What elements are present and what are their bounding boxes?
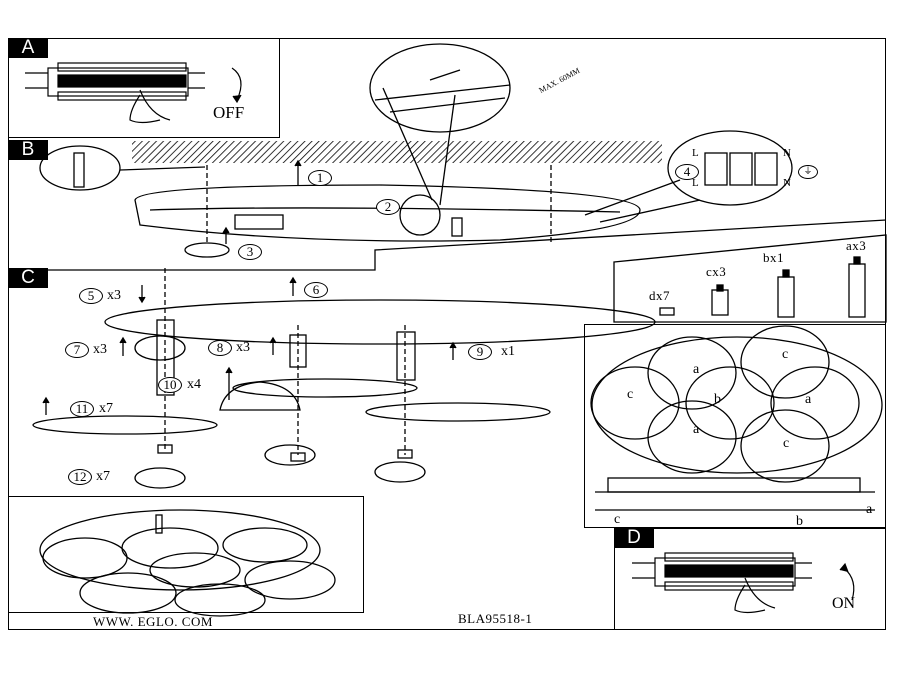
callout-2: 2 [376,199,400,215]
layout-label-a-bottom: a [693,422,700,437]
terminal-label-n-top: N [783,147,791,159]
callout-11: 11 [70,401,94,417]
callout-9: 9 [468,344,492,360]
callout-5-qty: x3 [107,288,121,303]
layout-panel [584,324,886,528]
ground-symbol-icon: ⏚ [798,165,818,179]
callout-1: 1 [308,170,332,186]
callout-10: 10 [158,377,182,393]
callout-12: 12 [68,469,92,485]
section-b-tag: B [8,140,48,160]
callout-7-qty: x3 [93,342,107,357]
section-a-panel [8,38,280,138]
layout-label-c-bottom: c [783,436,790,451]
document-code: BLA95518-1 [458,611,533,626]
layout-label-a-top: a [693,362,700,377]
callout-9-qty: x1 [501,344,515,359]
on-label: ON [832,595,856,612]
section-d-tag: D [614,528,654,548]
terminal-label-n-bottom: N [783,177,791,189]
callout-4: 4 [675,164,699,180]
callout-3: 3 [238,244,262,260]
section-d-panel [614,528,886,630]
part-b-label: bx1 [763,250,784,265]
callout-8: 8 [208,340,232,356]
side-label-a: a [866,502,873,517]
off-label: OFF [213,103,245,122]
side-label-c: c [614,512,621,527]
layout-label-a-right: a [805,392,812,407]
part-a-label: ax3 [846,238,867,253]
part-c-label: cx3 [706,264,727,279]
callout-12-qty: x7 [96,469,110,484]
section-c-tag: C [8,268,48,288]
part-d-label: dx7 [649,288,670,303]
callout-11-qty: x7 [99,401,113,416]
finished-lamp-panel [8,496,364,613]
callout-5: 5 [79,288,103,304]
terminal-label-l-bottom: L [692,177,699,189]
website-label: WWW. EGLO. COM [93,614,213,629]
section-a-tag: A [8,38,48,58]
callout-7: 7 [65,342,89,358]
callout-8-qty: x3 [236,340,250,355]
callout-6: 6 [304,282,328,298]
layout-label-c-left: c [627,387,634,402]
layout-label-b-center: b [714,392,721,407]
terminal-label-l-top: L [692,147,699,159]
layout-label-c-top: c [782,347,789,362]
callout-10-qty: x4 [187,377,201,392]
side-label-b: b [796,514,803,529]
